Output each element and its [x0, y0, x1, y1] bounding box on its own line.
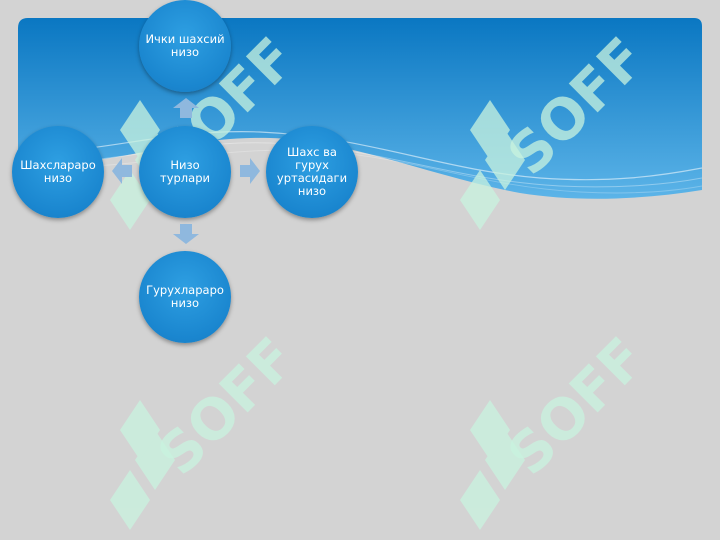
node-label: Шахслараро низо	[20, 158, 96, 185]
arrow-left-icon	[112, 158, 132, 184]
center-label: Низо турлари	[160, 158, 210, 185]
node-interpersonal-conflict: Шахслараро низо	[12, 126, 104, 218]
node-label: Гурухлараро низо	[146, 283, 224, 310]
node-label: Шахс ва гурух уртасидаги низо	[276, 145, 348, 198]
arrow-right-icon	[240, 158, 260, 184]
node-inner-personal-conflict: Ички шахсий низо	[139, 0, 231, 92]
node-conflict-types-center: Низо турлари	[139, 126, 231, 218]
arrow-down-icon	[173, 224, 199, 244]
node-intergroup-conflict: Гурухлараро низо	[139, 251, 231, 343]
node-person-group-conflict: Шахс ва гурух уртасидаги низо	[266, 126, 358, 218]
node-label: Ички шахсий низо	[145, 32, 225, 59]
arrow-up-icon	[173, 98, 199, 118]
